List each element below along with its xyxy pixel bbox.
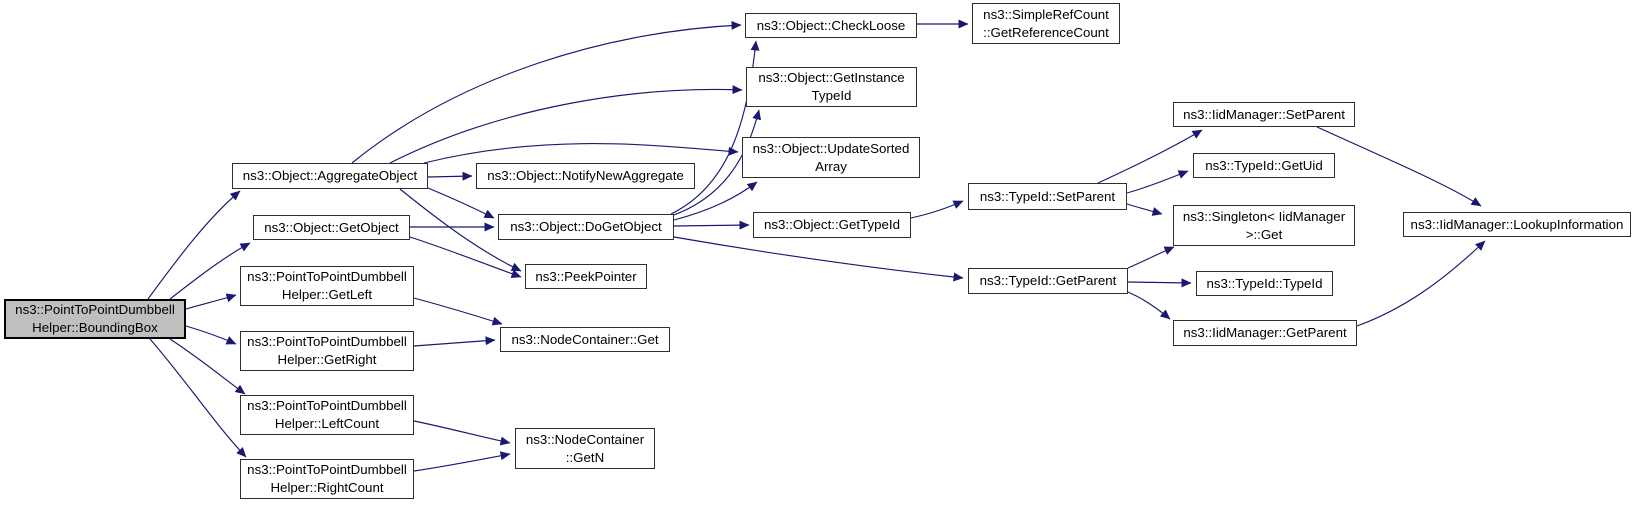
edge-bounding-box-to-get-left [185,293,237,310]
graph-node-update-sorted-array[interactable]: ns3::Object::UpdateSorted Array [742,137,920,178]
graph-node-get-right[interactable]: ns3::PointToPointDumbbell Helper::GetRig… [240,331,414,371]
graph-node-iid-get-parent[interactable]: ns3::IidManager::GetParent [1173,320,1357,346]
edge-aggregate-object-to-check-loose [351,20,742,164]
edge-bounding-box-to-left-count [169,338,246,395]
edge-get-left-to-node-get [413,297,503,326]
graph-node-typeid-get-parent[interactable]: ns3::TypeId::GetParent [968,268,1128,294]
graph-node-typeid-get-uid[interactable]: ns3::TypeId::GetUid [1193,153,1335,178]
edge-do-get-object-to-get-instance-typeid [670,109,762,217]
graph-node-get-object[interactable]: ns3::Object::GetObject [253,215,410,240]
graph-node-check-loose[interactable]: ns3::Object::CheckLoose [745,13,917,38]
graph-node-left-count[interactable]: ns3::PointToPointDumbbell Helper::LeftCo… [240,395,414,435]
edge-bounding-box-to-aggregate-object [147,190,241,300]
edge-aggregate-object-to-update-sorted-array [423,143,739,164]
edge-get-object-to-peek-pointer [409,236,522,279]
edge-do-get-object-to-typeid-get-parent [673,236,964,282]
edge-get-right-to-node-get [413,336,496,347]
edge-bounding-box-to-get-object [169,242,251,300]
graph-node-typeid-typeid[interactable]: ns3::TypeId::TypeId [1196,271,1333,296]
graph-node-right-count[interactable]: ns3::PointToPointDumbbell Helper::RightC… [240,459,414,499]
edge-typeid-get-parent-to-singleton-get [1127,246,1175,269]
edge-left-count-to-node-getn [413,420,511,446]
edge-bounding-box-to-right-count [149,338,247,458]
graph-node-typeid-set-parent[interactable]: ns3::TypeId::SetParent [968,183,1127,210]
graph-node-bounding-box: ns3::PointToPointDumbbell Helper::Boundi… [4,299,186,339]
graph-node-node-getn[interactable]: ns3::NodeContainer ::GetN [515,428,655,469]
edge-aggregate-object-to-notify-new-aggregate [427,171,473,181]
edge-bounding-box-to-get-right [185,325,237,345]
graph-node-notify-new-aggregate[interactable]: ns3::Object::NotifyNewAggregate [476,163,695,189]
edge-typeid-set-parent-to-singleton-get [1126,203,1163,216]
graph-node-get-left[interactable]: ns3::PointToPointDumbbell Helper::GetLef… [240,266,414,306]
graph-node-iid-set-parent[interactable]: ns3::IidManager::SetParent [1173,102,1355,127]
graph-node-aggregate-object[interactable]: ns3::Object::AggregateObject [232,163,428,189]
edge-typeid-set-parent-to-iid-set-parent [1097,129,1203,184]
graph-node-get-typeid[interactable]: ns3::Object::GetTypeId [753,212,911,238]
graph-node-node-get[interactable]: ns3::NodeContainer::Get [500,327,670,352]
edge-aggregate-object-to-get-instance-typeid [389,85,743,164]
graph-node-lookup-information[interactable]: ns3::IidManager::LookupInformation [1403,212,1631,237]
edge-typeid-set-parent-to-typeid-get-uid [1126,170,1189,194]
edge-right-count-to-node-getn [413,451,511,472]
graph-node-do-get-object[interactable]: ns3::Object::DoGetObject [498,214,674,240]
graph-node-get-instance-typeid[interactable]: ns3::Object::GetInstance TypeId [746,67,917,107]
edge-iid-set-parent-to-lookup-information [1316,126,1482,207]
edge-aggregate-object-to-do-get-object [427,187,495,219]
graph-node-get-ref-count[interactable]: ns3::SimpleRefCount ::GetReferenceCount [972,3,1120,44]
graph-node-peek-pointer[interactable]: ns3::PeekPointer [525,264,647,289]
edge-do-get-object-to-get-typeid [673,220,750,230]
edge-iid-get-parent-to-lookup-information [1356,240,1486,327]
edge-typeid-get-parent-to-typeid-typeid [1127,278,1192,288]
edge-typeid-get-parent-to-iid-get-parent [1127,291,1171,320]
edge-get-typeid-to-typeid-set-parent [910,200,964,219]
edge-do-get-object-to-update-sorted-array [673,181,758,221]
edge-aggregate-object-to-peek-pointer [399,188,522,272]
graph-node-singleton-get[interactable]: ns3::Singleton< IidManager >::Get [1173,205,1355,246]
